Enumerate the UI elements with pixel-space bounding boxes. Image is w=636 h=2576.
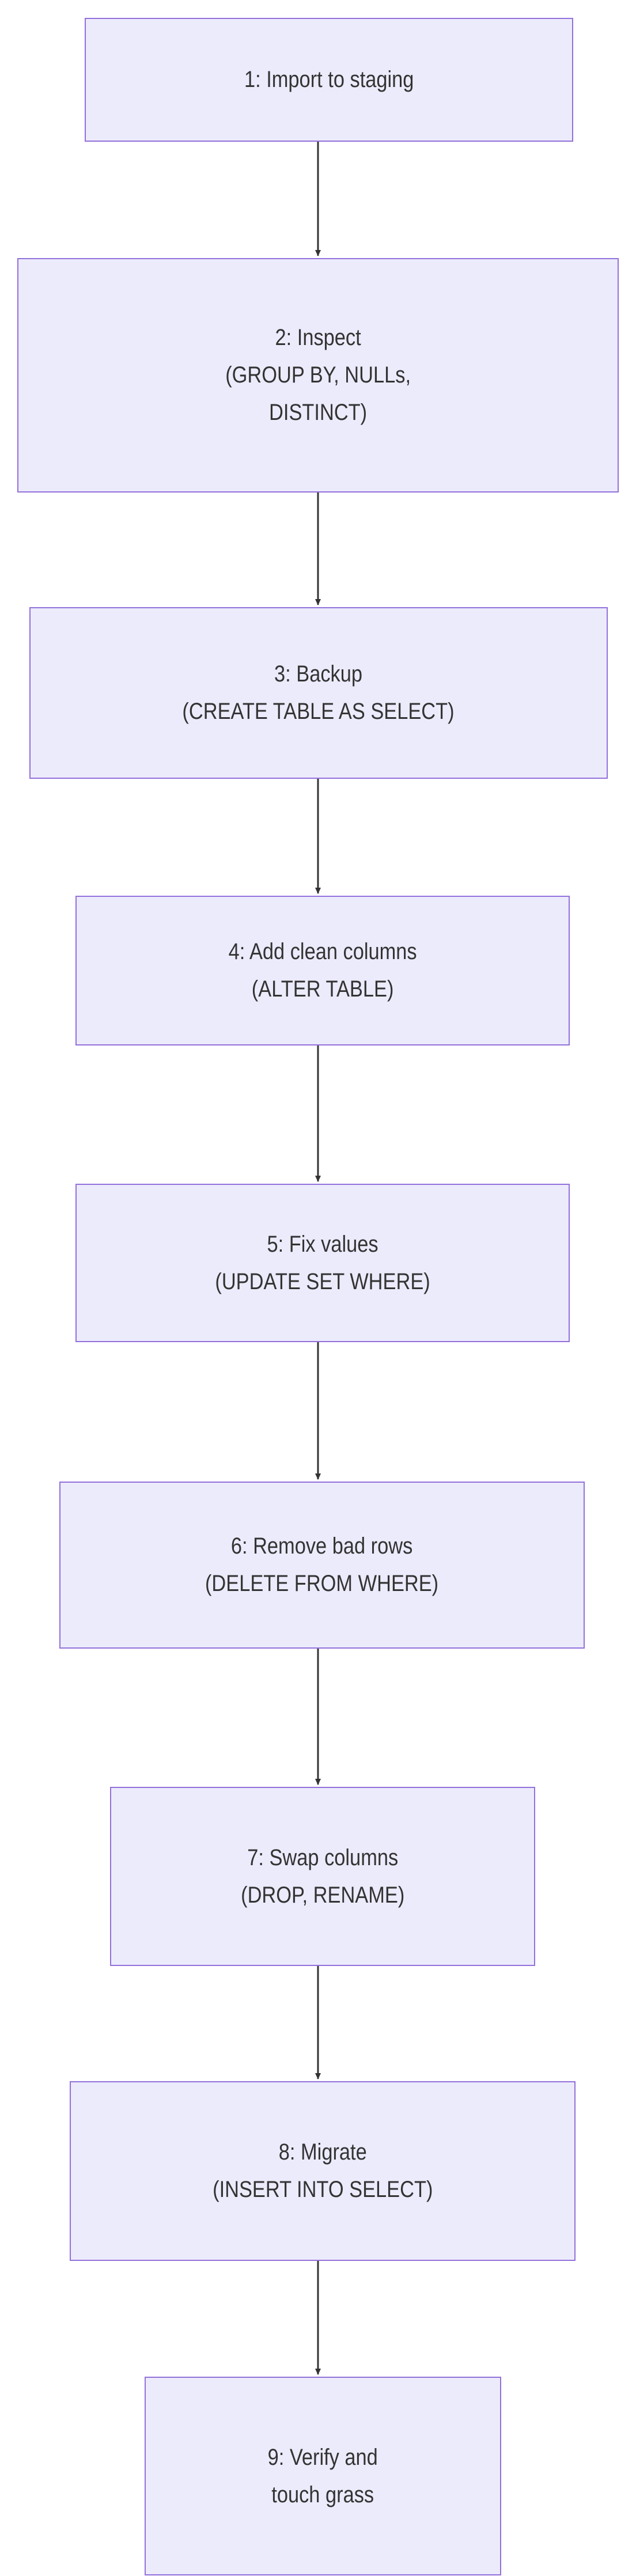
flow-node-2-inspect[interactable]: 2: Inspect (GROUP BY, NULLs, DISTINCT) xyxy=(17,258,619,493)
flow-node-8-label: 8: Migrate (INSERT INTO SELECT) xyxy=(212,2139,433,2202)
flow-node-9-label: 9: Verify and touch grass xyxy=(267,2444,378,2507)
flow-node-2-label: 2: Inspect (GROUP BY, NULLs, DISTINCT) xyxy=(225,325,411,425)
flow-node-9-verify-and-touch-grass[interactable]: 9: Verify and touch grass xyxy=(145,2377,501,2575)
flow-node-5-fix-values[interactable]: 5: Fix values (UPDATE SET WHERE) xyxy=(75,1184,570,1342)
flow-node-4-label: 4: Add clean columns (ALTER TABLE) xyxy=(228,939,417,1002)
flow-node-8-migrate[interactable]: 8: Migrate (INSERT INTO SELECT) xyxy=(70,2081,576,2261)
flow-node-6-label: 6: Remove bad rows (DELETE FROM WHERE) xyxy=(205,1533,439,1596)
flow-node-6-remove-bad-rows[interactable]: 6: Remove bad rows (DELETE FROM WHERE) xyxy=(59,1482,585,1649)
flow-node-7-label: 7: Swap columns (DROP, RENAME) xyxy=(240,1844,405,1908)
flow-node-5-label: 5: Fix values (UPDATE SET WHERE) xyxy=(215,1231,430,1294)
flow-node-3-label: 3: Backup (CREATE TABLE AS SELECT) xyxy=(182,661,455,724)
flow-node-4-add-clean-columns[interactable]: 4: Add clean columns (ALTER TABLE) xyxy=(75,896,570,1045)
flow-node-1-import-to-staging[interactable]: 1: Import to staging xyxy=(85,18,573,142)
flow-node-1-label: 1: Import to staging xyxy=(244,67,414,93)
flow-node-3-backup[interactable]: 3: Backup (CREATE TABLE AS SELECT) xyxy=(29,607,608,779)
flow-node-7-swap-columns[interactable]: 7: Swap columns (DROP, RENAME) xyxy=(110,1787,535,1966)
